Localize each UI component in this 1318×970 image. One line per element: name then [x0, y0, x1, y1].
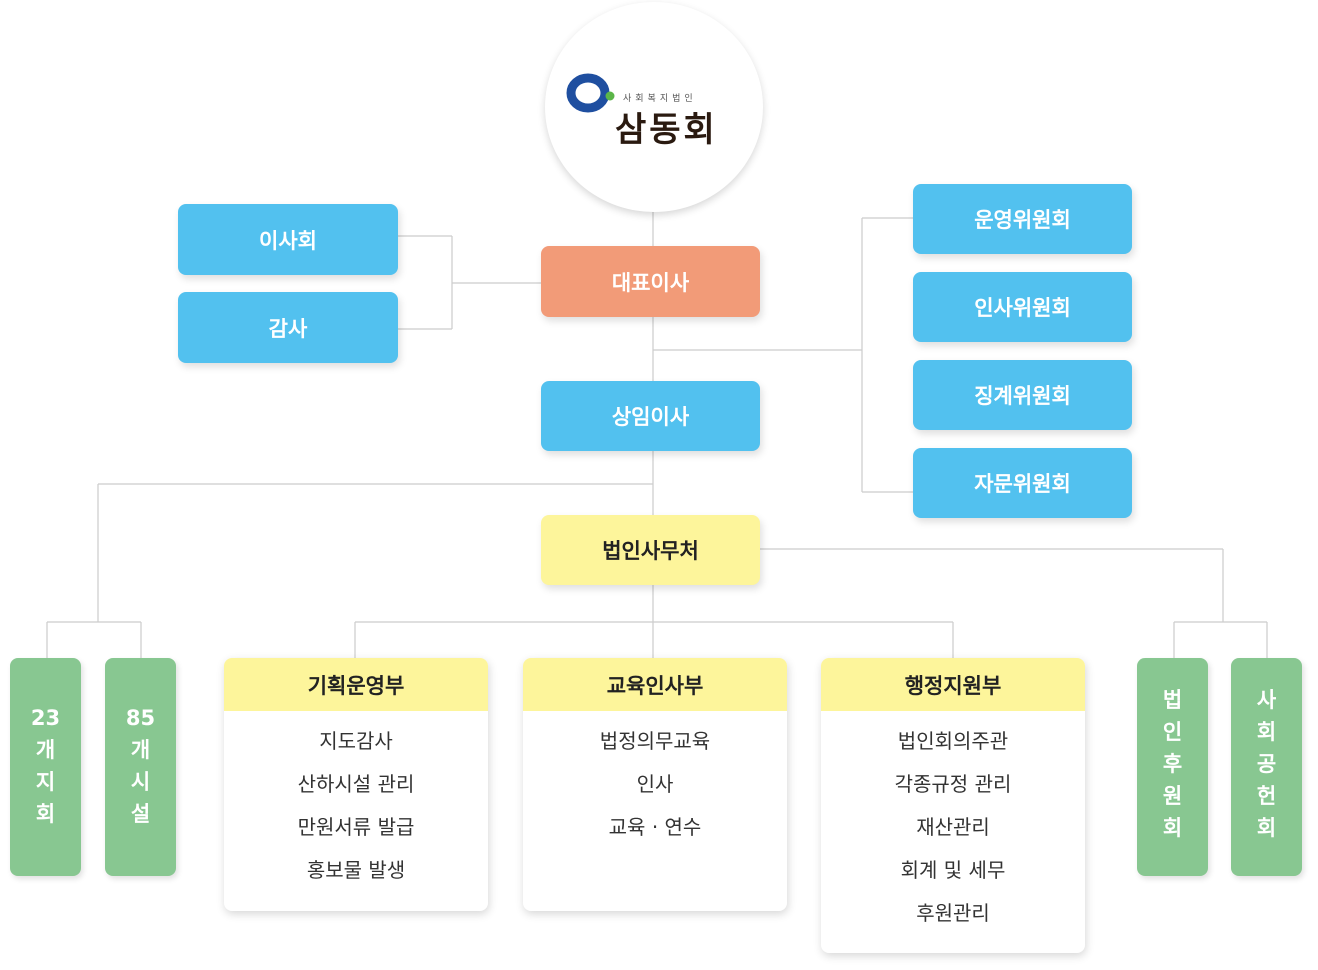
department-duty-list: 지도감사 산하시설 관리 만원서류 발급 홍보물 발생 [224, 711, 488, 897]
department-duty-item: 재산관리 [916, 815, 990, 839]
logo-circle: 사회복지법인 삼동회 [545, 2, 763, 212]
committee-box-advisory: 자문위원회 [913, 448, 1132, 518]
office-label: 법인사무처 [602, 539, 699, 563]
branch-group-box: 23 개 지 회 [10, 658, 81, 876]
samdong-logo-mark-icon [566, 73, 615, 113]
department-duty-list: 법인회의주관 각종규정 관리 재산관리 회계 및 세무 후원관리 [821, 711, 1085, 940]
board-box: 이사회 [178, 204, 398, 275]
social-contribution-group-label: 사 회 공 헌 회 [1256, 688, 1277, 840]
committee-box-discipline: 징계위원회 [913, 360, 1132, 430]
department-duty-list: 법정의무교육 인사 교육 · 연수 [523, 711, 787, 854]
department-duty-item: 만원서류 발급 [297, 815, 415, 839]
board-label: 이사회 [259, 228, 317, 253]
executive-label: 상임이사 [611, 405, 690, 429]
department-duty-item: 산하시설 관리 [297, 772, 415, 796]
committee-label: 자문위원회 [974, 472, 1071, 496]
executive-box: 상임이사 [541, 381, 760, 451]
department-card-admin: 행정지원부 법인회의주관 각종규정 관리 재산관리 회계 및 세무 후원관리 [821, 658, 1085, 953]
department-duty-item: 교육 · 연수 [608, 815, 702, 839]
department-title: 행정지원부 [821, 658, 1085, 711]
department-duty-item: 지도감사 [319, 729, 393, 753]
department-card-education: 교육인사부 법정의무교육 인사 교육 · 연수 [523, 658, 787, 911]
facility-group-label: 85 개 시 설 [125, 706, 156, 826]
committee-label: 운영위원회 [974, 208, 1071, 232]
department-duty-item: 법정의무교육 [599, 729, 711, 753]
social-contribution-group-box: 사 회 공 헌 회 [1231, 658, 1302, 876]
department-title: 교육인사부 [523, 658, 787, 711]
committee-label: 인사위원회 [974, 296, 1071, 320]
department-duty-item: 법인회의주관 [897, 729, 1009, 753]
logo-subtitle: 사회복지법인 [623, 94, 697, 104]
committee-label: 징계위원회 [974, 384, 1071, 408]
office-box: 법인사무처 [541, 515, 760, 585]
department-title: 기획운영부 [224, 658, 488, 711]
committee-box-personnel: 인사위원회 [913, 272, 1132, 342]
department-duty-item: 홍보물 발생 [306, 858, 406, 882]
department-duty-item: 후원관리 [916, 901, 990, 925]
department-duty-item: 각종규정 관리 [894, 772, 1012, 796]
ceo-label: 대표이사 [611, 270, 690, 295]
supporters-group-label: 법 인 후 원 회 [1162, 688, 1183, 840]
committee-box-operation: 운영위원회 [913, 184, 1132, 254]
department-duty-item: 회계 및 세무 [900, 858, 1006, 882]
department-card-planning: 기획운영부 지도감사 산하시설 관리 만원서류 발급 홍보물 발생 [224, 658, 488, 911]
facility-group-box: 85 개 시 설 [105, 658, 176, 876]
logo-name: 삼동회 [615, 110, 718, 150]
branch-group-label: 23 개 지 회 [30, 706, 61, 826]
supporters-group-box: 법 인 후 원 회 [1137, 658, 1208, 876]
audit-box: 감사 [178, 292, 398, 363]
audit-label: 감사 [268, 316, 308, 341]
department-duty-item: 인사 [636, 772, 674, 796]
ceo-box: 대표이사 [541, 246, 760, 317]
